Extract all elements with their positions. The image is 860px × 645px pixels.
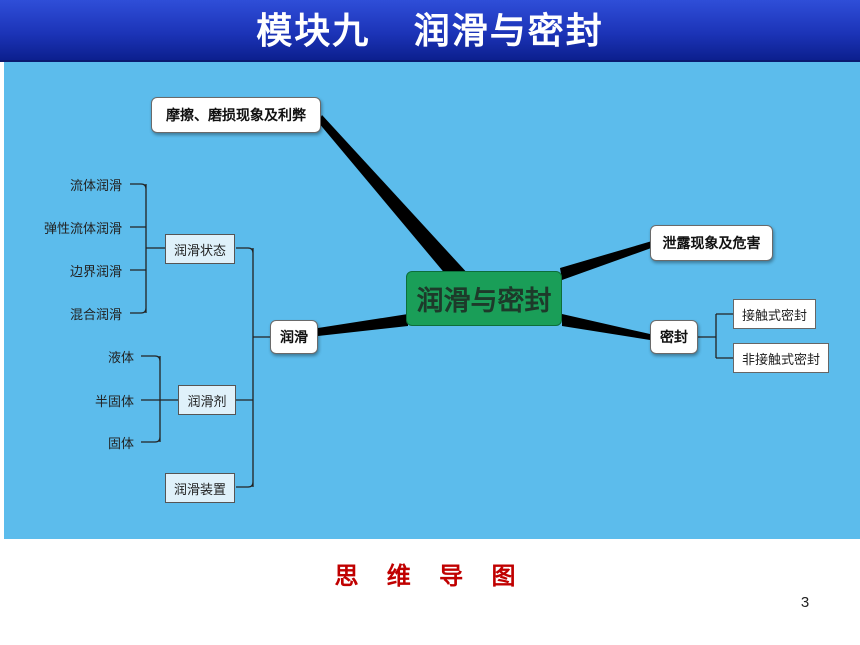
branch-lubrication: 润滑: [270, 320, 318, 354]
node-lubrication-state: 润滑状态: [165, 234, 235, 264]
caption: 思 维 导 图: [334, 561, 526, 590]
connector-friction: [318, 115, 470, 282]
connector-seal: [562, 314, 650, 340]
leaf-state-2: 弹性流体润滑: [43, 221, 122, 237]
branch-leakage: 泄露现象及危害: [650, 225, 773, 261]
bracket-state: [130, 183, 165, 314]
branch-friction: 摩擦、磨损现象及利弊: [151, 97, 321, 133]
leaf-seal-noncontact: 非接触式密封: [733, 343, 829, 373]
leaf-agent-3: 固体: [107, 436, 134, 452]
title-bar: [0, 0, 860, 62]
leaf-state-1: 流体润滑: [69, 178, 122, 194]
leaf-seal-contact: 接触式密封: [733, 299, 816, 329]
bracket-lubrication: [236, 247, 270, 488]
leaf-state-4: 混合润滑: [69, 307, 122, 323]
connector-lubrication: [318, 314, 408, 336]
page-number: 3: [800, 594, 810, 611]
bracket-seal: [698, 313, 733, 359]
leaf-state-3: 边界润滑: [69, 264, 122, 280]
node-lubricant: 润滑剂: [178, 385, 236, 415]
leaf-agent-1: 液体: [107, 350, 134, 366]
connector-leakage: [560, 241, 654, 280]
node-lubrication-device: 润滑装置: [165, 473, 235, 503]
leaf-agent-2: 半固体: [94, 394, 134, 410]
branch-seal: 密封: [650, 320, 698, 354]
slide-title: 模块九 润滑与密封: [256, 10, 604, 52]
center-node: 润滑与密封: [406, 271, 562, 326]
bracket-agent: [141, 355, 178, 443]
